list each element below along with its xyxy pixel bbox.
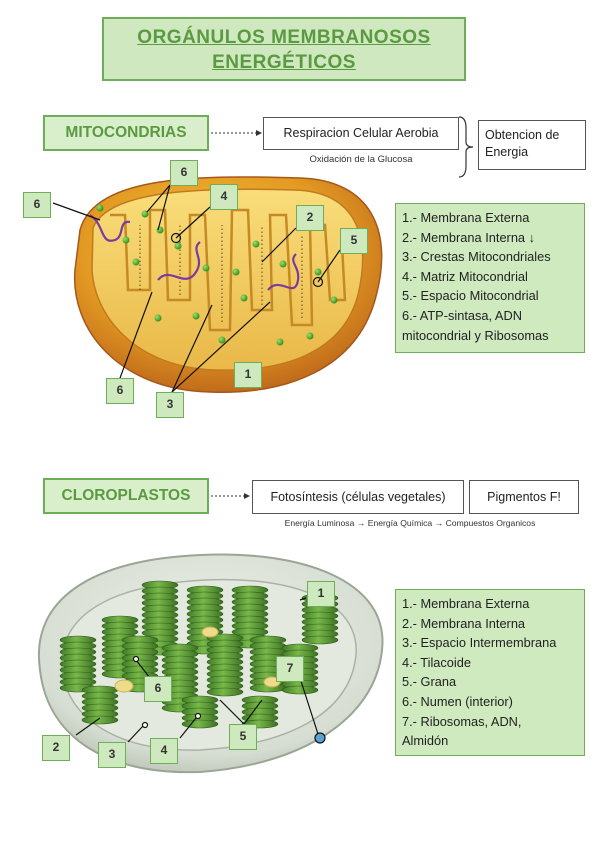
mito-label-6-bottom: 6 — [106, 378, 134, 404]
thylakoid-disc — [281, 685, 319, 695]
mito-process-box: Respiracion Celular Aerobia — [263, 117, 459, 150]
chloro-legend-item: 3.- Espacio Intermembrana — [402, 635, 557, 651]
mito-legend-item: 3.- Crestas Mitocondriales — [402, 249, 551, 265]
chloro-legend-item: Almidón — [402, 733, 449, 749]
chloro-legend: 1.- Membrana Externa 2.- Membrana Intern… — [395, 589, 585, 756]
mito-result-box: Obtencion de Energia — [478, 120, 586, 170]
mito-legend-item: 2.- Membrana Interna ↓ — [402, 229, 536, 245]
mito-legend: 1.- Membrana Externa 2.- Membrana Intern… — [395, 203, 585, 353]
mito-heading: MITOCONDRIAS — [43, 115, 209, 151]
thylakoid-disc — [301, 635, 339, 645]
title-line-2: ENERGÉTICOS — [212, 52, 356, 73]
chloro-energy-note: Energía Luminosa → Energía Química → Com… — [284, 518, 536, 528]
mito-label-2: 2 — [296, 205, 324, 231]
mito-legend-item: mitocondrial y Ribosomas — [402, 327, 549, 343]
chloro-pigments-box: Pigmentos F! — [469, 480, 579, 514]
chloro-legend-item: 5.- Grana — [402, 674, 457, 690]
chloro-legend-item: 6.- Numen (interior) — [402, 693, 513, 709]
mito-label-6-left: 6 — [23, 192, 51, 218]
mito-label-6-top: 6 — [170, 160, 198, 186]
chloro-label-4: 4 — [150, 738, 178, 764]
page-title: ORGÁNULOS MEMBRANOSOS ENERGÉTICOS — [102, 17, 466, 81]
chloro-label-1: 1 — [307, 581, 335, 607]
mito-legend-item: 1.- Membrana Externa — [402, 210, 530, 225]
mito-label-1: 1 — [234, 362, 262, 388]
chloro-legend-item: 7.- Ribosomas, ADN, — [402, 713, 522, 729]
title-line-1: ORGÁNULOS MEMBRANOSOS — [137, 27, 431, 48]
mito-legend-item: 5.- Espacio Mitocondrial — [402, 288, 539, 304]
chloro-label-2: 2 — [42, 735, 70, 761]
mito-legend-item: 4.- Matriz Mitocondrial — [402, 268, 528, 284]
mito-legend-item: 6.- ATP-sintasa, ADN — [402, 307, 522, 323]
mito-label-3: 3 — [156, 392, 184, 418]
mito-label-4: 4 — [210, 184, 238, 210]
chloro-label-6: 6 — [144, 676, 172, 702]
chloro-label-7: 7 — [276, 656, 304, 682]
thylakoid-disc — [81, 715, 119, 725]
chloro-legend-item: 4.- Tilacoide — [402, 654, 471, 670]
mito-label-5: 5 — [340, 228, 368, 254]
chloro-label-5: 5 — [229, 724, 257, 750]
chloro-legend-item: 1.- Membrana Externa — [402, 596, 530, 611]
chloro-label-3: 3 — [98, 742, 126, 768]
thylakoid-disc — [181, 719, 219, 729]
chloro-process-box: Fotosíntesis (células vegetales) — [252, 480, 464, 514]
mito-process-note: Oxidación de la Glucosa — [309, 154, 413, 165]
chloro-heading: CLOROPLASTOS — [43, 478, 209, 514]
thylakoid-disc — [206, 687, 244, 697]
chloro-legend-item: 2.- Membrana Interna — [402, 615, 526, 631]
